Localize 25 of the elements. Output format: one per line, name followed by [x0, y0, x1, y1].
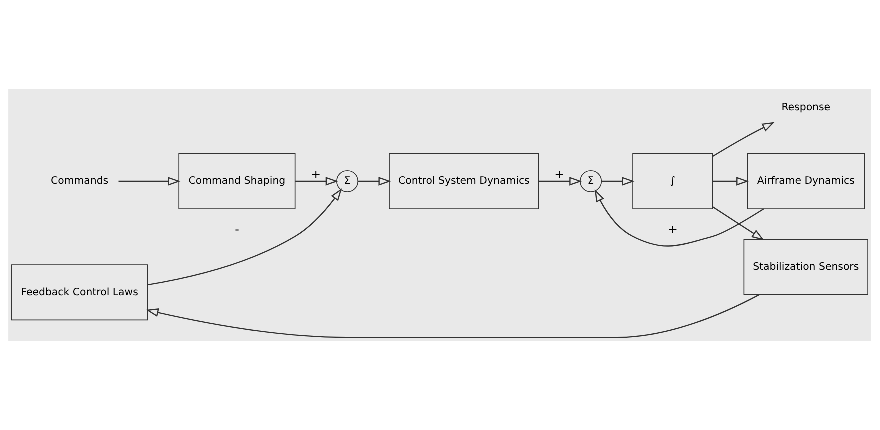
node-box: Control System Dynamics	[389, 153, 540, 210]
arrow	[594, 189, 764, 247]
arrow	[602, 177, 635, 186]
node-text: Commands	[51, 176, 109, 188]
edge-label: +	[311, 167, 322, 182]
arrow	[712, 206, 764, 241]
node-circle: Σ	[580, 170, 602, 193]
node-box: Feedback Control Laws	[12, 264, 148, 321]
arrow	[296, 177, 338, 186]
edge-label: +	[554, 167, 565, 182]
node-box: Stabilization Sensors	[744, 239, 868, 296]
node-box: Airframe Dynamics	[747, 153, 866, 210]
arrow	[118, 177, 181, 186]
edge-label: +	[668, 222, 678, 236]
arrow	[358, 177, 392, 186]
arrow	[712, 177, 750, 186]
arrow	[712, 122, 775, 158]
node-box: Command Shaping	[178, 153, 296, 210]
node-circle: Σ	[336, 170, 359, 193]
node-box: ∫	[632, 153, 714, 210]
edge-label: -	[235, 222, 240, 236]
node-text: Response	[782, 102, 831, 114]
arrow	[146, 294, 760, 338]
arrow	[148, 188, 342, 286]
arrow	[538, 177, 582, 186]
